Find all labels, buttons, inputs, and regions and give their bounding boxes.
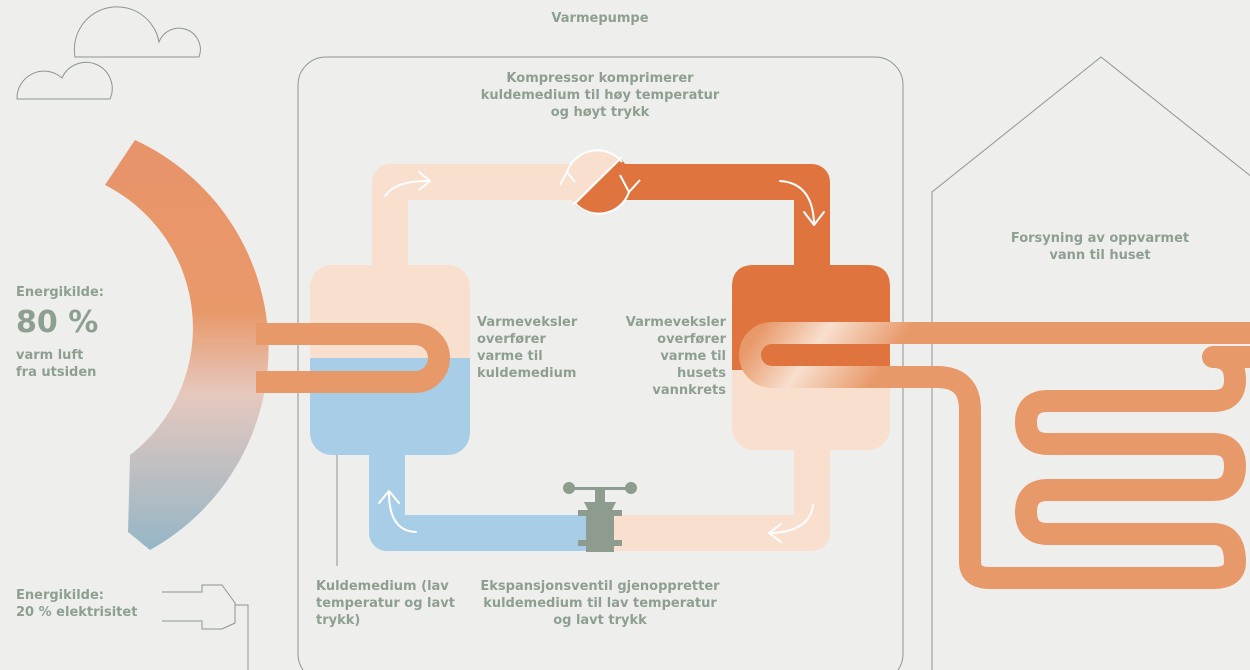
compressor-label: Kompressor komprimerer kuldemedium til h…	[440, 70, 760, 121]
evaporator-label-line: kuldemedium	[477, 366, 577, 381]
air-source-heading: Energikilde:	[16, 285, 105, 300]
compressor-icon	[559, 149, 641, 215]
power-source-line: Energikilde:	[16, 588, 105, 603]
compressor-label-line: Kompressor komprimerer	[506, 71, 694, 86]
refrigerant-label-line: trykk)	[316, 613, 361, 628]
condenser-label-line: vannkrets	[652, 383, 726, 398]
air-heat-pipe	[256, 323, 450, 393]
condenser-label-line: husets	[676, 366, 726, 381]
air-source-label: Energikilde: 80 % varm luft fra utsiden	[16, 284, 166, 381]
plug-icon	[162, 584, 249, 670]
cloud-icon	[73, 6, 201, 58]
flow-arrow-icon	[378, 490, 417, 533]
flow-arrow-icon	[768, 504, 814, 543]
refrigerant-pipe-hot	[600, 164, 830, 270]
evaporator-label-line: overfører	[477, 332, 546, 347]
refrigerant-label: Kuldemedium (lav temperatur og lavt tryk…	[316, 578, 476, 629]
expansion-label-line: kuldemedium til lav temperatur	[483, 596, 717, 611]
flow-arrow-icon	[779, 180, 825, 226]
evaporator-label-line: Varmeveksler	[477, 315, 578, 330]
expansion-label-line: Ekspansjonsventil gjenoppretter	[480, 579, 720, 594]
condenser-label: Varmeveksler overfører varme til husets …	[606, 314, 726, 399]
refrigerant-label-line: Kuldemedium (lav	[316, 579, 449, 594]
refrigerant-pipe-warm	[372, 164, 585, 270]
supply-label-line: Forsyning av oppvarmet	[1010, 231, 1190, 246]
refrigerant-label-line: temperatur og lavt	[316, 596, 455, 611]
house-water-pipe	[739, 322, 1250, 589]
condenser-label-line: overfører	[657, 332, 726, 347]
air-source-arc	[105, 140, 269, 550]
evaporator-label: Varmeveksler overfører varme til kuldeme…	[477, 314, 597, 382]
condenser-label-line: varme til	[660, 349, 726, 364]
cloud-icon	[16, 61, 113, 100]
expansion-label-line: og lavt trykk	[553, 613, 647, 628]
expansion-label: Ekspansjonsventil gjenoppretter kuldemed…	[455, 578, 745, 629]
evaporator-label-line: varme til	[477, 349, 543, 364]
supply-label-line: vann til huset	[1049, 248, 1151, 263]
house-outline	[931, 56, 1250, 670]
power-source-label: Energikilde: 20 % elektrisitet	[16, 587, 166, 621]
refrigerant-pipe-cold	[369, 430, 595, 551]
diagram-title: Varmepumpe	[551, 11, 649, 26]
power-source-line: 20 % elektrisitet	[16, 605, 138, 620]
air-source-percent: 80 %	[16, 305, 99, 340]
compressor-label-line: kuldemedium til høy temperatur	[480, 88, 720, 103]
condenser-label-line: Varmeveksler	[625, 315, 726, 330]
air-source-line: varm luft	[16, 348, 84, 363]
expansion-valve-icon	[563, 482, 637, 552]
compressor-label-line: og høyt trykk	[550, 105, 650, 120]
flow-arrow-icon	[384, 171, 431, 197]
air-source-line: fra utsiden	[16, 365, 97, 380]
supply-label: Forsyning av oppvarmet vann til huset	[990, 230, 1210, 264]
